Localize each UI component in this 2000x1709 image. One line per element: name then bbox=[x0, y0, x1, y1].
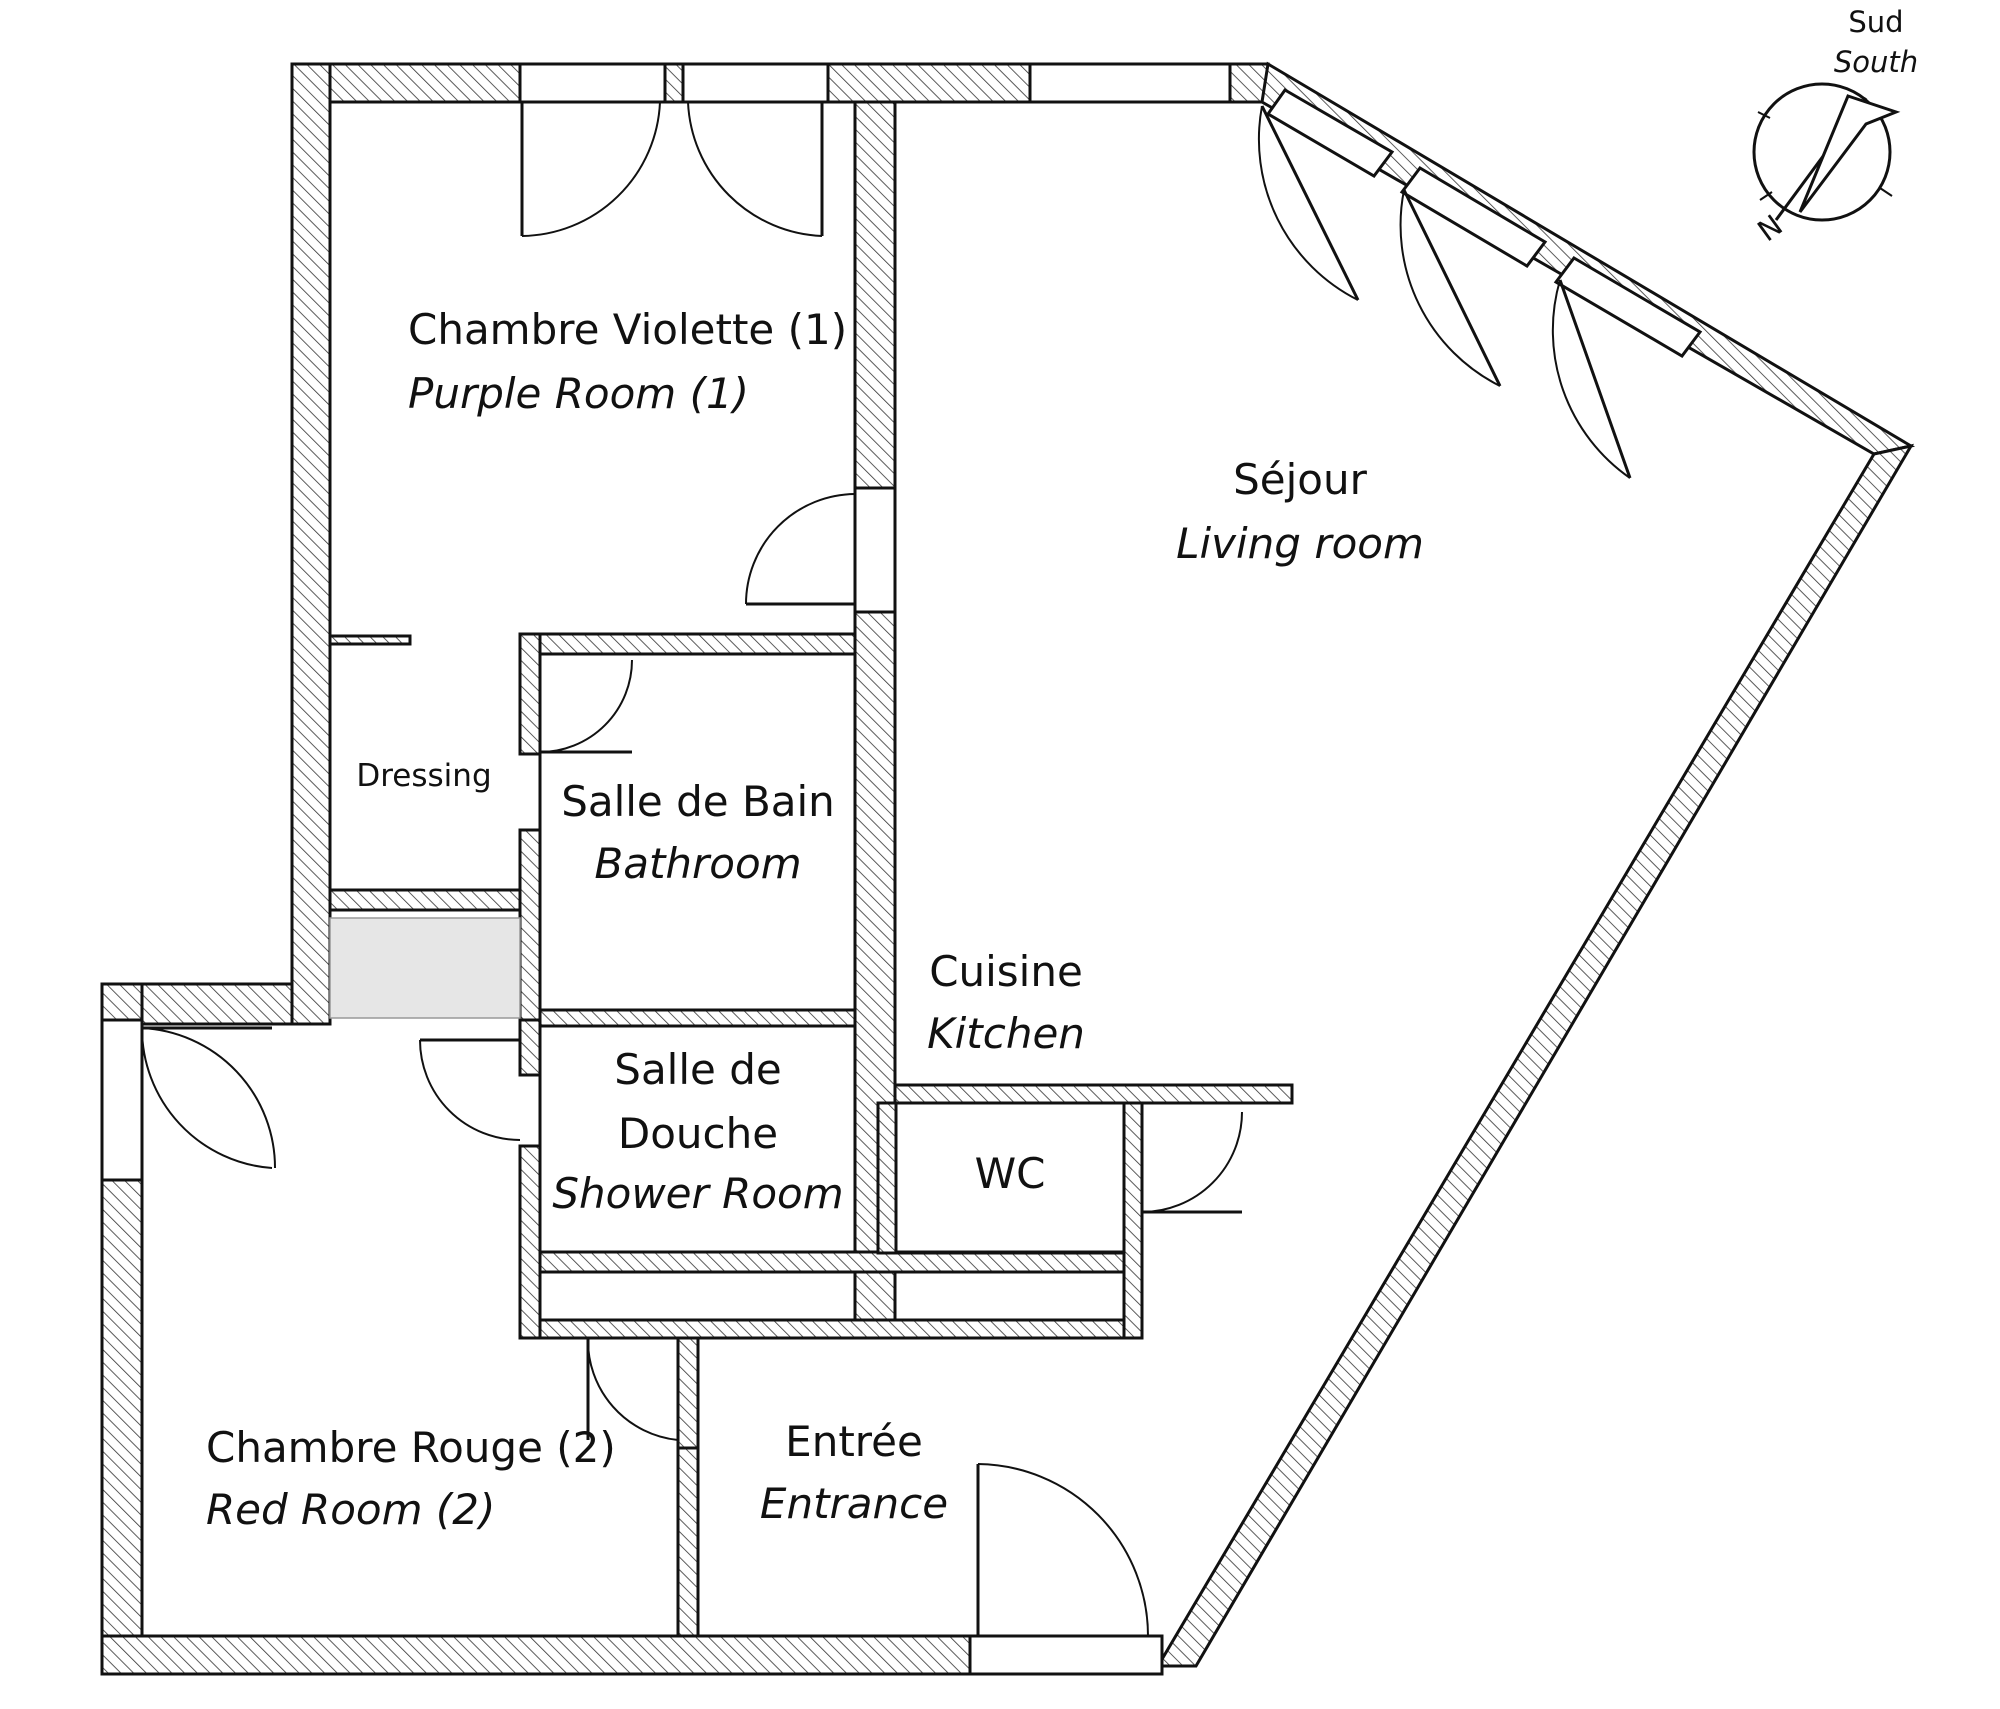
kitchen-label-fr: Cuisine bbox=[929, 947, 1083, 996]
shower-room-label-en: Shower Room bbox=[552, 1169, 843, 1218]
bathroom-label-en: Bathroom bbox=[594, 839, 801, 888]
shower-room-label-fr-1: Salle de bbox=[614, 1045, 781, 1094]
compass-arrow-icon bbox=[1757, 94, 1901, 221]
room-outlines bbox=[538, 652, 1126, 1322]
purple-room-label-en: Purple Room (1) bbox=[408, 369, 749, 418]
living-room-label-fr: Séjour bbox=[1233, 455, 1367, 504]
bathroom-label-fr: Salle de Bain bbox=[561, 777, 835, 826]
dressing-label: Dressing bbox=[356, 758, 491, 794]
shower-room-label-fr-2: Douche bbox=[618, 1109, 778, 1158]
purple-room-label-fr: Chambre Violette (1) bbox=[408, 305, 847, 354]
entrance-label-en: Entrance bbox=[760, 1479, 948, 1528]
compass-north-letter: N bbox=[1751, 208, 1789, 248]
red-room-label-fr: Chambre Rouge (2) bbox=[206, 1423, 616, 1472]
compass-label-en: South bbox=[1834, 45, 1918, 79]
living-room-label-en: Living room bbox=[1176, 519, 1424, 568]
closet-area bbox=[329, 917, 521, 1019]
door-swings bbox=[140, 101, 1632, 1637]
compass: Sud South N bbox=[1751, 5, 1918, 248]
compass-label-fr: Sud bbox=[1848, 5, 1903, 39]
wc-label: WC bbox=[975, 1149, 1046, 1198]
kitchen-label-en: Kitchen bbox=[927, 1009, 1085, 1058]
compass-ring bbox=[1752, 82, 1892, 222]
walls bbox=[100, 61, 1916, 1676]
red-room-label-en: Red Room (2) bbox=[206, 1485, 495, 1534]
entrance-label-fr: Entrée bbox=[785, 1417, 923, 1466]
